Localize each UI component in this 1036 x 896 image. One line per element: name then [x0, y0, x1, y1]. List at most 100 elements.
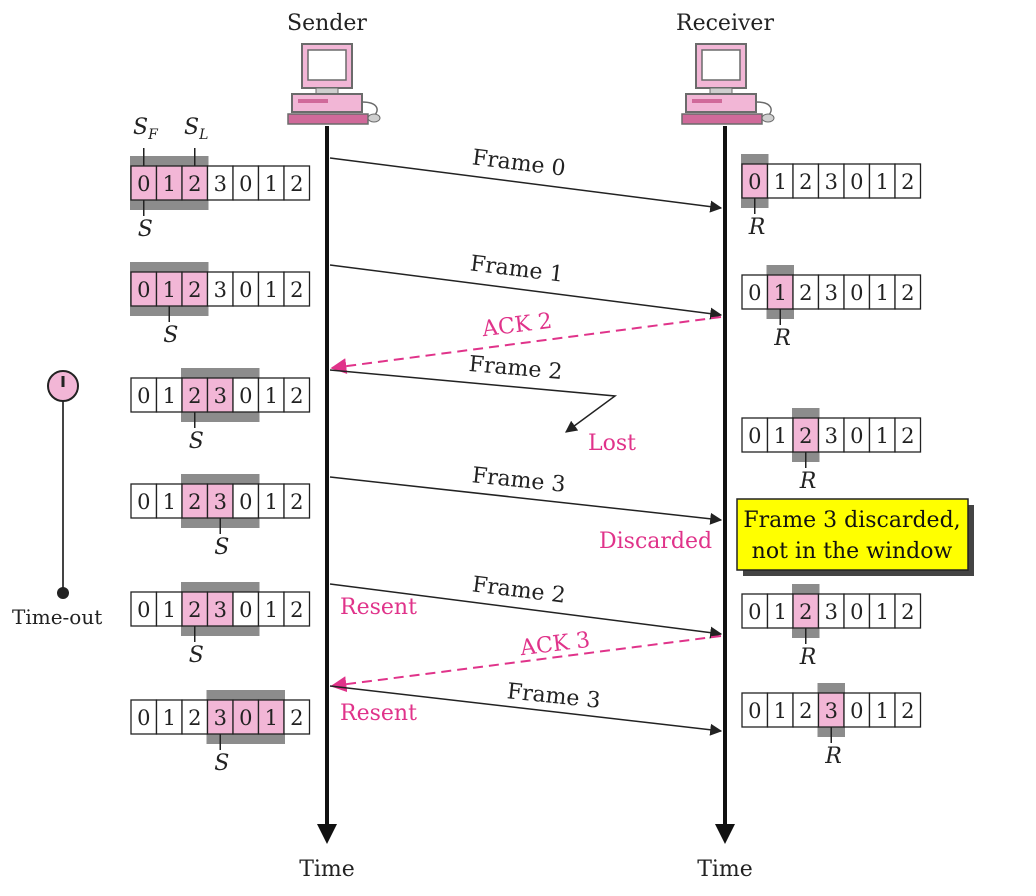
seq-number: 0 [748, 424, 761, 448]
seq-number: 0 [239, 172, 252, 196]
discard-note: Frame 3 discarded, not in the window [736, 498, 974, 576]
seq-cell [130, 165, 158, 201]
seq-number: 2 [188, 384, 201, 408]
seq-number: 1 [163, 278, 176, 302]
discarded-label: Discarded [599, 529, 712, 554]
seq-number: 3 [825, 281, 838, 305]
seq-number: 0 [239, 706, 252, 730]
seq-number: 3 [825, 600, 838, 624]
s-pointer-label: S [189, 643, 204, 668]
seq-cell [792, 163, 820, 199]
seq-cell [894, 593, 922, 629]
timeout-timer: Time-out [12, 370, 102, 629]
seq-cell [817, 417, 845, 453]
seq-number: 2 [290, 598, 303, 622]
sender-computer-icon [287, 43, 381, 125]
seq-number: 1 [265, 598, 278, 622]
seq-number: 3 [214, 490, 227, 514]
seq-cell [130, 271, 158, 307]
seq-cell [741, 163, 769, 199]
seq-number: 2 [799, 281, 812, 305]
sf-pointer-label: SF [133, 115, 159, 143]
seq-cell [868, 417, 896, 453]
seq-cell [283, 165, 311, 201]
seq-number: 1 [163, 706, 176, 730]
discard-note-line2: not in the window [752, 539, 953, 564]
seq-cell [181, 699, 209, 735]
seq-number: 0 [137, 598, 150, 622]
seq-number: 0 [748, 600, 761, 624]
frame1-arrow [329, 264, 723, 320]
r-pointer-label: R [799, 469, 817, 494]
seq-number: 2 [188, 598, 201, 622]
seq-number: 1 [774, 600, 787, 624]
seq-number: 2 [901, 699, 914, 723]
seq-number: 0 [137, 384, 150, 408]
seq-cell [257, 699, 285, 735]
seq-cell [155, 271, 183, 307]
seq-cell [181, 483, 209, 519]
seq-cell [257, 377, 285, 413]
seq-number: 2 [799, 424, 812, 448]
seq-number: 0 [850, 170, 863, 194]
seq-number: 2 [290, 172, 303, 196]
seq-number: 2 [799, 170, 812, 194]
receiver-computer-icon [681, 43, 775, 125]
seq-number: 0 [748, 699, 761, 723]
resent-label-2: Resent [340, 701, 417, 726]
seq-cell [894, 692, 922, 728]
seq-number: 2 [290, 278, 303, 302]
seq-number: 0 [137, 706, 150, 730]
seq-cell [130, 377, 158, 413]
ack3-label: ACK 3 [518, 628, 592, 661]
seq-cell [283, 483, 311, 519]
seq-cell [155, 165, 183, 201]
seq-number: 1 [774, 699, 787, 723]
seq-cell [257, 165, 285, 201]
seq-number: 2 [290, 490, 303, 514]
seq-cell [206, 271, 234, 307]
seq-cell [817, 593, 845, 629]
r-pointer-label: R [773, 326, 791, 351]
seq-number: 3 [214, 278, 227, 302]
seq-number: 2 [799, 699, 812, 723]
seq-cell [766, 593, 794, 629]
seq-number: 1 [774, 170, 787, 194]
s-pointer-label: S [163, 323, 178, 348]
seq-number: 2 [188, 490, 201, 514]
discard-note-line1: Frame 3 discarded, [743, 508, 960, 533]
timeout-label: Time-out [12, 605, 102, 629]
seq-cell [206, 377, 234, 413]
seq-number: 2 [901, 170, 914, 194]
seq-number: 2 [188, 278, 201, 302]
seq-cell [741, 274, 769, 310]
seq-number: 3 [214, 384, 227, 408]
seq-number: 1 [876, 600, 889, 624]
seq-cell [868, 692, 896, 728]
seq-number: 2 [799, 600, 812, 624]
seq-number: 1 [265, 490, 278, 514]
seq-number: 2 [290, 706, 303, 730]
seq-number: 0 [850, 699, 863, 723]
seq-number: 1 [163, 172, 176, 196]
seq-cell [232, 271, 260, 307]
seq-number: 2 [188, 706, 201, 730]
seq-cell [792, 417, 820, 453]
seq-number: 3 [825, 699, 838, 723]
seq-cell [206, 591, 234, 627]
frame3-resent-label: Frame 3 [506, 679, 602, 714]
frame3-arrow [329, 476, 723, 525]
seq-number: 1 [876, 699, 889, 723]
receiver-label: Receiver [676, 11, 774, 36]
ack2-label: ACK 2 [480, 309, 554, 342]
seq-cell [283, 271, 311, 307]
frame2-resent-arrow [329, 583, 723, 639]
seq-cell [741, 692, 769, 728]
seq-cell [843, 274, 871, 310]
